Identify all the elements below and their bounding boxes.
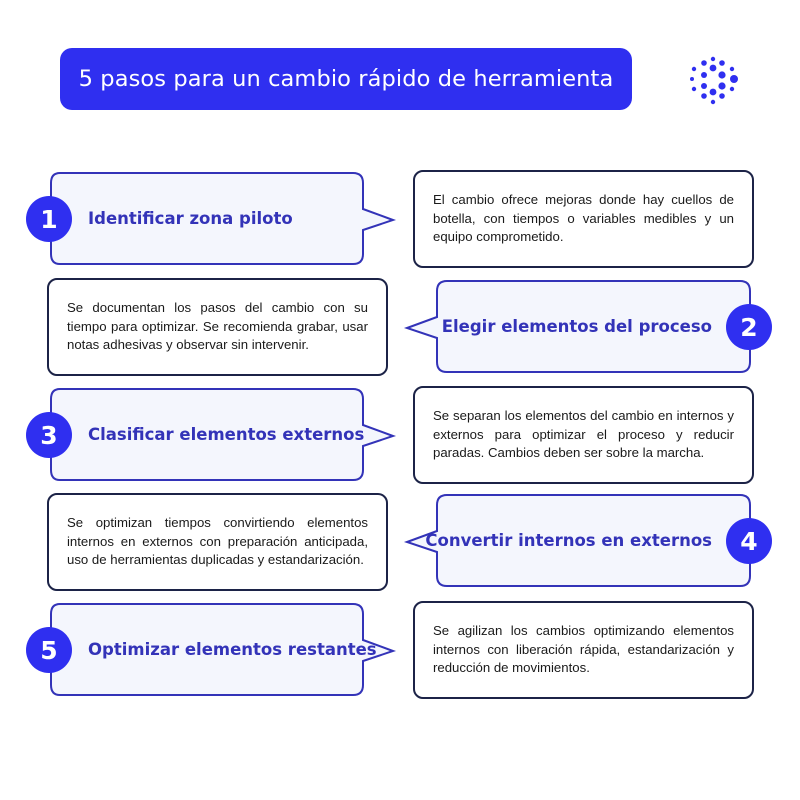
step-3-number-badge: 3 [26, 412, 72, 458]
step-3-bubble [50, 388, 397, 481]
step-5: Optimizar elementos restantes [50, 603, 397, 696]
step-5-description-box: Se agilizan los cambios optimizando elem… [413, 601, 754, 699]
step-2-description: Se documentan los pasos del cambio con s… [67, 300, 368, 353]
step-5-number-badge: 5 [26, 627, 72, 673]
step-1-title: Identificar zona piloto [88, 209, 293, 228]
step-4-number-badge: 4 [726, 518, 772, 564]
step-2-title: Elegir elementos del proceso [441, 317, 712, 336]
step-1-bubble [50, 172, 397, 265]
dot-circle-logo-icon [690, 56, 738, 105]
step-5-title: Optimizar elementos restantes [88, 640, 377, 659]
step-1-description-box: El cambio ofrece mejoras donde hay cuell… [413, 170, 754, 268]
step-1-description: El cambio ofrece mejoras donde hay cuell… [433, 192, 734, 245]
step-2-number-badge: 2 [726, 304, 772, 350]
step-2: Elegir elementos del proceso [403, 280, 752, 373]
step-2-description-box: Se documentan los pasos del cambio con s… [47, 278, 388, 376]
step-5-bubble [50, 603, 397, 696]
step-4-description: Se optimizan tiempos convirtiendo elemen… [67, 515, 368, 568]
step-3-description-box: Se separan los elementos del cambio en i… [413, 386, 754, 484]
step-4-title: Convertir internos en externos [425, 531, 712, 550]
step-4-bubble [403, 494, 751, 587]
step-5-description: Se agilizan los cambios optimizando elem… [433, 623, 734, 676]
step-2-bubble [403, 280, 751, 373]
step-1-number-badge: 1 [26, 196, 72, 242]
step-3: Clasificar elementos externos [50, 388, 397, 481]
step-3-title: Clasificar elementos externos [88, 425, 365, 444]
step-4-description-box: Se optimizan tiempos convirtiendo elemen… [47, 493, 388, 591]
step-3-description: Se separan los elementos del cambio en i… [433, 408, 734, 461]
page-title: 5 pasos para un cambio rápido de herrami… [60, 48, 632, 110]
step-1: Identificar zona piloto [50, 172, 397, 265]
step-4: Convertir internos en externos [403, 494, 752, 587]
